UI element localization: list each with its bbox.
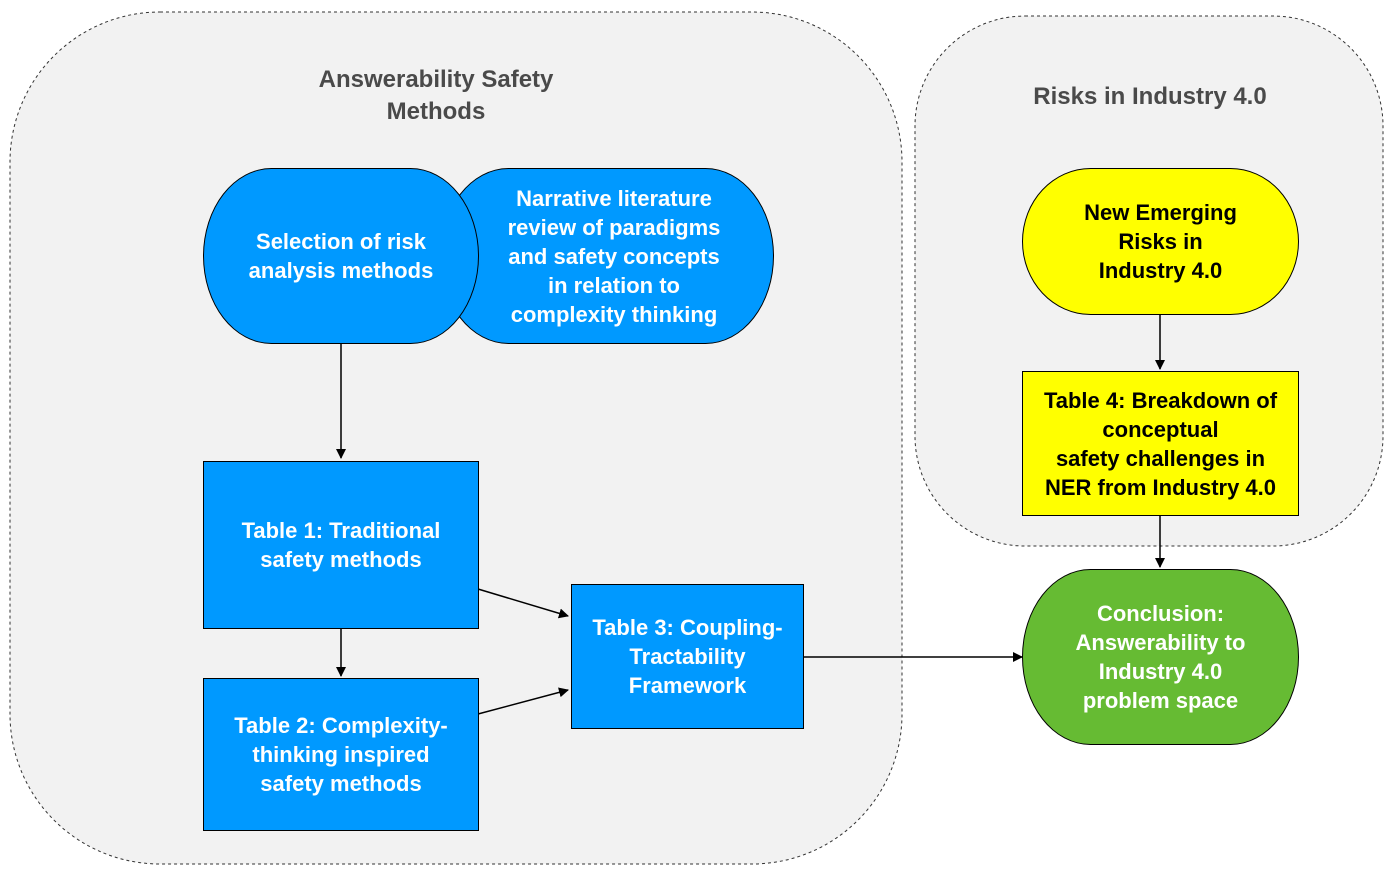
node-narrative-line: in relation to: [548, 272, 680, 298]
node-table3-line: Tractability: [629, 644, 746, 669]
node-selection-risk-methods: Selection of risk analysis methods: [203, 168, 479, 344]
node-table1-line: safety methods: [260, 547, 422, 572]
node-table3-line: Table 3: Coupling-: [592, 615, 783, 640]
arrow-table2-to-table3: [477, 687, 569, 715]
node-table4-line: conceptual: [1102, 416, 1219, 442]
node-table3-coupling: Table 3: Coupling- Tractability Framewor…: [571, 584, 804, 729]
node-table4-breakdown: Table 4: Breakdown of conceptual safety …: [1022, 371, 1299, 516]
node-new-emerging-risks: New Emerging Risks in Industry 4.0: [1022, 168, 1299, 315]
node-new-risks-line: New Emerging: [1084, 200, 1237, 225]
group-title-answerability-line2: Methods: [386, 98, 486, 125]
group-title-answerability-line1: Answerability Safety: [318, 66, 554, 93]
group-title-risks: Risks in Industry 4.0: [1000, 81, 1300, 113]
node-table4-line: safety challenges in: [1055, 445, 1266, 471]
group-title-answerability: Answerability Safety Methods: [236, 64, 636, 128]
node-conclusion-line: Conclusion:: [1096, 601, 1225, 626]
node-selection-line: Selection of risk: [256, 229, 426, 254]
node-conclusion: Conclusion: Answerability to Industry 4.…: [1022, 569, 1299, 745]
node-new-risks-line: Risks in: [1118, 229, 1203, 254]
node-table2-line: Table 2: Complexity-: [234, 713, 448, 738]
node-narrative-line: and safety concepts: [508, 243, 720, 269]
node-table2-line: safety methods: [260, 771, 422, 796]
node-conclusion-line: Answerability to: [1075, 630, 1246, 655]
arrow-table1-to-table3: [477, 588, 569, 619]
node-table2-complexity: Table 2: Complexity- thinking inspired s…: [203, 678, 479, 831]
node-narrative-review: Narrative literature review of paradigms…: [440, 168, 774, 344]
group-title-risks-text: Risks in Industry 4.0: [1033, 83, 1267, 110]
node-table3-line: Framework: [628, 673, 747, 698]
node-narrative-line: Narrative literature: [516, 185, 712, 211]
node-table1-line: Table 1: Traditional: [241, 518, 441, 543]
node-table1-traditional: Table 1: Traditional safety methods: [203, 461, 479, 629]
node-conclusion-line: problem space: [1082, 688, 1239, 713]
node-new-risks-line: Industry 4.0: [1098, 258, 1223, 283]
node-table2-line: thinking inspired: [252, 742, 430, 767]
node-narrative-line: complexity thinking: [510, 301, 718, 327]
node-narrative-line: review of paradigms: [507, 214, 721, 240]
node-table4-line: Table 4: Breakdown of: [1043, 387, 1278, 413]
node-conclusion-line: Industry 4.0: [1098, 659, 1223, 684]
node-table4-line: NER from Industry 4.0: [1044, 474, 1277, 500]
node-selection-line: analysis methods: [248, 258, 434, 283]
